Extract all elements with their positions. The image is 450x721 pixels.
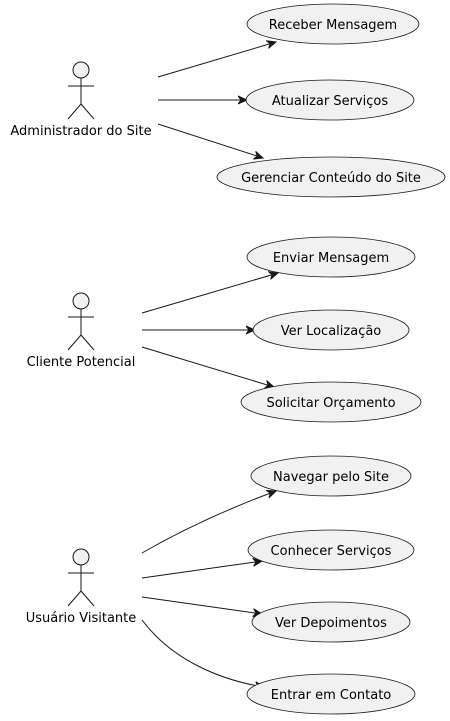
use-case-ver-depoimentos: Ver Depoimentos: [251, 601, 411, 643]
use-case-label: Atualizar Serviços: [272, 94, 388, 109]
actor-figure-icon: [67, 61, 95, 120]
use-case-label: Navegar pelo Site: [273, 470, 389, 485]
use-case-label: Solicitar Orçamento: [266, 396, 395, 411]
actor-label: Usuário Visitante: [26, 611, 137, 626]
association-cliente-solicitar-orcamento: [141, 346, 274, 387]
use-case-label: Receber Mensagem: [269, 18, 397, 33]
use-case-gerenciar-conteudo: Gerenciar Conteúdo do Site: [216, 156, 446, 198]
actor-usuario-visitante: Usuário Visitante: [26, 548, 137, 626]
actor-administrador: Administrador do Site: [10, 61, 152, 139]
use-case-label: Enviar Mensagem: [273, 251, 389, 266]
association-admin-gerenciar-conteudo: [157, 123, 263, 158]
use-case-solicitar-orcamento: Solicitar Orçamento: [240, 381, 422, 423]
actor-figure-icon: [67, 292, 95, 351]
use-case-atualizar-servicos: Atualizar Serviços: [245, 79, 415, 121]
association-visitante-navegar-site: [141, 491, 276, 554]
actor-figure-icon: [67, 548, 95, 607]
actor-label: Cliente Potencial: [27, 355, 136, 370]
association-visitante-ver-depoimentos: [141, 596, 262, 614]
association-visitante-entrar-contato: [141, 619, 264, 687]
association-admin-receber-mensagem: [157, 42, 276, 78]
use-case-label: Conhecer Serviços: [271, 544, 392, 559]
actor-label: Administrador do Site: [10, 124, 151, 139]
use-case-label: Ver Depoimentos: [275, 616, 387, 631]
use-case-label: Entrar em Contato: [271, 688, 392, 703]
association-visitante-conhecer-servicos: [141, 561, 262, 579]
use-case-navegar-pelo-site: Navegar pelo Site: [250, 455, 412, 497]
associations: [141, 42, 278, 687]
use-case-conhecer-servicos: Conhecer Serviços: [247, 529, 415, 571]
use-case-entrar-em-contato: Entrar em Contato: [246, 673, 416, 715]
actor-cliente-potencial: Cliente Potencial: [27, 292, 136, 370]
use-case-receber-mensagem: Receber Mensagem: [246, 3, 420, 45]
association-cliente-enviar-mensagem: [141, 273, 278, 314]
use-case-label: Gerenciar Conteúdo do Site: [241, 171, 421, 186]
use-case-enviar-mensagem: Enviar Mensagem: [246, 236, 416, 278]
use-case-label: Ver Localização: [281, 324, 382, 339]
use-case-ver-localizacao: Ver Localização: [252, 309, 410, 351]
